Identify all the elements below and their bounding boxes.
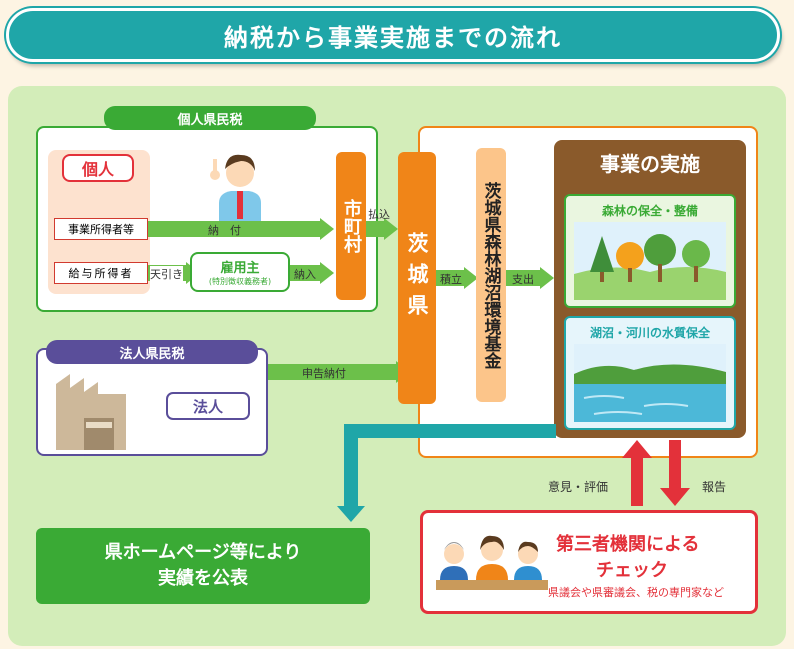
payment-label: 納 付: [208, 224, 241, 237]
corporation-label: 法人: [166, 392, 250, 420]
withholding-label: 天引き: [150, 266, 183, 282]
third-party-subtitle: 県議会や県審議会、税の専門家など: [548, 586, 724, 599]
deposit-arrow-head: [464, 267, 478, 289]
publication-line1: 県ホームページ等により: [104, 542, 302, 563]
filing-arrow: [268, 364, 398, 380]
opinion-arrow: [622, 440, 652, 506]
employer-box: 雇用主 (特別徴収義務者): [190, 252, 290, 292]
committee-people-icon: [436, 535, 548, 590]
filing-label: 申告納付: [302, 367, 346, 380]
business-income-row: 事業所得者等: [54, 218, 148, 240]
page-title-text: 納税から事業実施までの流れ: [224, 23, 562, 52]
municipality-box: 市町村: [336, 152, 366, 300]
prefecture-box: 茨城県: [398, 152, 436, 404]
publication-arrow-v: [344, 424, 358, 508]
publication-arrow-h: [344, 424, 556, 438]
payment-arrow: [148, 221, 322, 237]
third-party-title-line1: 第三者機関による: [556, 534, 700, 555]
salary-income-row: 給与所得者: [54, 262, 148, 284]
remit-arrow: [290, 265, 322, 281]
payment-arrow-head: [320, 218, 334, 240]
publication-line2: 実績を公表: [158, 568, 248, 589]
forest-illustration: [574, 222, 726, 300]
remit-label: 納入: [294, 268, 316, 281]
report-arrow: [660, 440, 690, 506]
publication-box: 県ホームページ等により 実績を公表: [36, 528, 370, 604]
person-label: 個人: [62, 154, 134, 182]
publication-arrow-head: [337, 506, 365, 522]
deposit-arrow: [436, 270, 466, 286]
expense-arrow: [506, 270, 542, 286]
employer-sublabel: (特別徴収義務者): [208, 277, 272, 286]
individual-tax-label: 個人県民税: [104, 106, 316, 130]
implementation-title: 事業の実施: [600, 152, 700, 176]
factory-icon: [56, 374, 126, 450]
lake-illustration: [574, 344, 726, 422]
remit-arrow-head: [320, 262, 334, 284]
third-party-title-line2: チェック: [596, 560, 668, 581]
transfer-label: 払込: [368, 208, 390, 221]
expense-arrow-head: [540, 267, 554, 289]
forest-label: 森林の保全・整備: [601, 204, 698, 218]
transfer-arrow: [366, 221, 386, 237]
opinion-label: 意見・評価: [548, 480, 609, 494]
page-title: 納税から事業実施までの流れ: [6, 8, 780, 62]
report-label: 報告: [702, 480, 727, 494]
fund-box: 茨城県森林湖沼環境基金: [476, 148, 506, 402]
water-label: 湖沼・河川の水質保全: [589, 326, 710, 340]
third-party-box: [420, 510, 758, 614]
employer-label: 雇用主: [220, 261, 260, 276]
taxpayer-person-icon: [210, 154, 261, 225]
corporate-tax-label: 法人県民税: [46, 340, 258, 364]
transfer-arrow-head: [384, 218, 398, 240]
deposit-label: 積立: [440, 273, 462, 286]
expense-label: 支出: [512, 273, 534, 286]
